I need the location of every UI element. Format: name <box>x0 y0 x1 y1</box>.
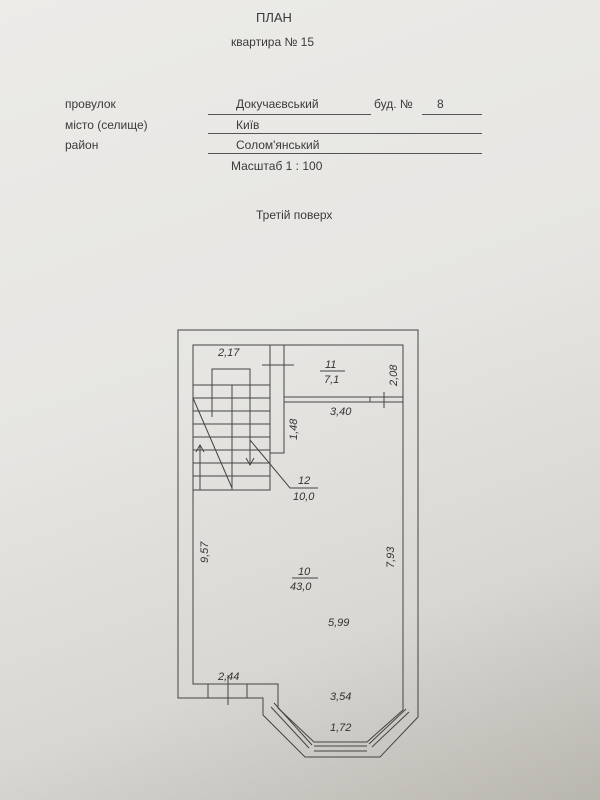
outer-wall <box>177 329 419 758</box>
dim-5-99: 5,99 <box>328 617 349 629</box>
dim-3-54: 3,54 <box>330 691 351 703</box>
dim-2-17: 2,17 <box>217 347 240 359</box>
dim-3-40: 3,40 <box>330 406 352 418</box>
stair-walkline <box>211 368 251 465</box>
stair-break-line <box>192 397 233 489</box>
dim-7-93: 7,93 <box>385 546 397 568</box>
bay-window-right <box>368 708 410 748</box>
street-value: Докучаєвський <box>236 97 319 111</box>
district-value: Солом'янський <box>236 138 320 152</box>
room-10-number: 10 <box>298 566 311 578</box>
city-label: місто (селище) <box>65 118 148 132</box>
room-12-area: 10,0 <box>293 491 315 503</box>
room-10-area: 43,0 <box>290 581 312 593</box>
building-label: буд. № <box>374 97 413 111</box>
city-value: Київ <box>236 118 260 132</box>
dim-2-08: 2,08 <box>388 364 400 387</box>
stair-steps <box>193 385 270 490</box>
dim-1-48: 1,48 <box>288 418 300 440</box>
city-underline <box>208 133 482 134</box>
bay-window-left <box>270 702 313 749</box>
left-window <box>207 675 248 705</box>
room-12-leader <box>249 439 318 489</box>
street-label: провулок <box>65 97 116 111</box>
stair-arrow-up <box>195 443 205 490</box>
bay-window-center <box>314 745 367 752</box>
apartment-number: квартира № 15 <box>231 35 315 49</box>
building-underline <box>422 114 482 115</box>
room-12-number: 12 <box>298 475 310 487</box>
room-11-area: 7,1 <box>324 374 339 386</box>
building-value: 8 <box>437 97 444 111</box>
room-11-number: 11 <box>325 359 336 371</box>
floor-label: Третій поверх <box>256 208 333 222</box>
district-underline <box>208 153 482 154</box>
partition-wall <box>284 392 404 408</box>
stair-column <box>269 344 285 454</box>
dim-1-72: 1,72 <box>330 722 351 734</box>
dim-9-57: 9,57 <box>199 541 211 563</box>
document-title: ПЛАН <box>256 10 292 25</box>
inner-wall <box>192 344 404 743</box>
dim-2-44: 2,44 <box>217 671 239 683</box>
scale-label: Масштаб 1 : 100 <box>231 159 323 173</box>
street-underline <box>208 114 371 115</box>
stair-arrow-down <box>245 457 255 467</box>
district-label: район <box>65 138 99 152</box>
